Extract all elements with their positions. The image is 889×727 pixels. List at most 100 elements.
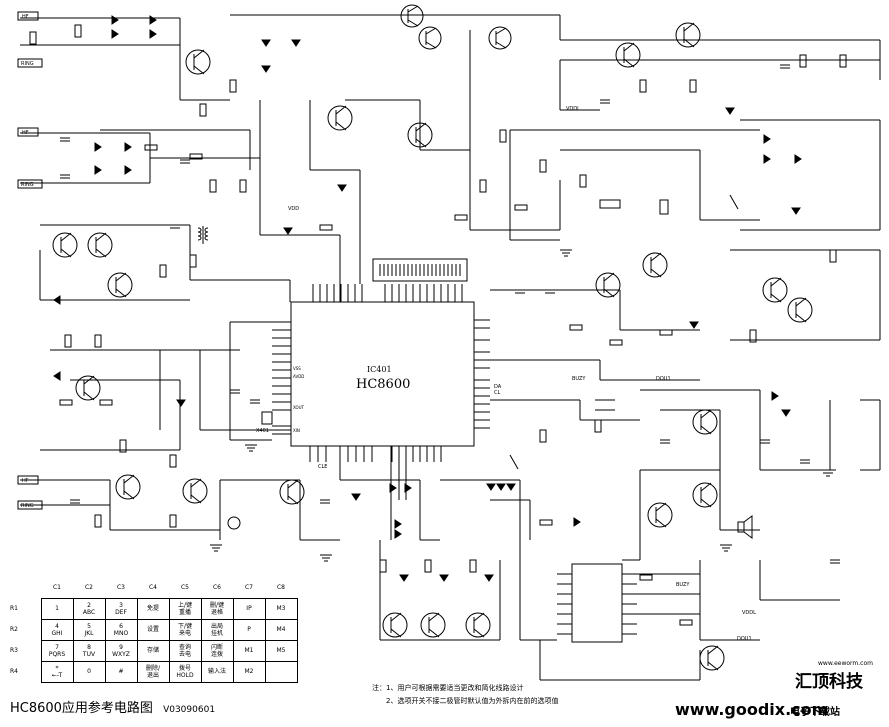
- caption-title: HC8600应用参考电路图: [10, 701, 153, 716]
- ic401-top-pins: [312, 284, 463, 302]
- keypad-corner: [10, 578, 41, 598]
- label-ring-1: RING: [21, 61, 34, 67]
- label-dou1: DOU1: [656, 376, 671, 382]
- keypad-cell: 删/键 退格: [200, 597, 234, 620]
- diagram-caption: HC8600应用参考电路图 V03090601: [10, 697, 215, 716]
- keypad-cell: M2: [232, 660, 266, 683]
- keypad-cell: 存储: [136, 639, 170, 662]
- keypad-cell: 设置: [136, 618, 170, 641]
- keypad-cell: 上/键 重播: [168, 597, 202, 620]
- label-vdd: VDD: [288, 206, 299, 212]
- keypad-cell: #: [104, 660, 138, 683]
- diodes: [53, 15, 802, 582]
- keypad-cell: 7 PQRS: [40, 639, 74, 662]
- label-hf-1: HF: [22, 14, 29, 20]
- label-cl: CL: [494, 390, 500, 396]
- label-ring-2: RING: [21, 182, 34, 188]
- notes: 注：1、用户可根据需要适当更改和简化线路设计 2、选项开关不接二极管时默认值为外…: [372, 682, 558, 708]
- ground-symbols: [210, 249, 836, 562]
- wiring: [20, 14, 881, 681]
- lcd-connector-pins: [379, 264, 461, 276]
- label-avdd: AVDD: [293, 374, 304, 379]
- speaker: [737, 515, 753, 539]
- keypad-cell: 查询 去电: [168, 639, 202, 662]
- keypad-cell: 删除/ 退出: [136, 660, 170, 683]
- keypad-col-header: C6: [212, 584, 221, 592]
- transformer: [197, 226, 209, 244]
- keypad-cell: M4: [264, 618, 298, 641]
- keypad-cell: 8 TUV: [72, 639, 106, 662]
- keypad-cell: 1: [40, 597, 74, 620]
- keypad-row-header: R4: [10, 668, 18, 675]
- label-buzy: BUZY: [572, 376, 586, 382]
- keypad-col-header: C2: [84, 584, 93, 592]
- passives: [29, 24, 847, 626]
- label-hf-2: HF: [22, 130, 29, 136]
- ic401-body: [290, 301, 475, 447]
- ic401-left-pins: [272, 321, 291, 435]
- keypad-cell: P: [232, 618, 266, 641]
- label-buzy-2: BUZY: [676, 582, 690, 588]
- buzzer: [227, 516, 241, 530]
- lcd-connector: [372, 258, 468, 282]
- keypad-cell: 0: [72, 660, 106, 683]
- ic-ref-label: IC401: [367, 365, 392, 374]
- keypad-col-header: C1: [52, 584, 61, 592]
- keypad-col-header: C3: [116, 584, 125, 592]
- ic401-bottom-pins: [309, 446, 442, 462]
- ic401-right-pins: [474, 319, 490, 429]
- keypad-cell: IP: [232, 597, 266, 620]
- label-vddl-r: VDDL: [742, 610, 756, 616]
- keypad-cell: * ←-T: [40, 660, 74, 683]
- keypad-cell: 6 MNO: [104, 618, 138, 641]
- watermark-brand: 汇顶科技: [795, 672, 863, 692]
- keypad-col-header: C4: [148, 584, 157, 592]
- label-ring-3: RING: [21, 503, 34, 509]
- switch-option: [509, 194, 739, 470]
- keypad-row-header: R3: [10, 647, 18, 654]
- cid-ic-pins: [557, 573, 637, 635]
- keypad-cell: 闪断 连拨: [200, 639, 234, 662]
- signal-labels: HF RING HF RING HF RING VDDL VDD CLE DA …: [17, 11, 756, 642]
- keypad-cell: 下/键 来电: [168, 618, 202, 641]
- keypad-row-header: R2: [10, 626, 18, 633]
- label-vss: VSS: [293, 366, 301, 371]
- keypad-col-header: C8: [276, 584, 285, 592]
- keypad-cell: M3: [264, 597, 298, 620]
- keypad-cell: 9 WXYZ: [104, 639, 138, 662]
- keypad-cell: 出局 挂机: [200, 618, 234, 641]
- keypad-col-header: C5: [180, 584, 189, 592]
- keypad-cell: M5: [264, 639, 298, 662]
- label-xin: XIN: [293, 428, 300, 433]
- capacitors: [60, 64, 840, 564]
- keypad-row-header: R1: [10, 605, 18, 612]
- keypad-cell: M1: [232, 639, 266, 662]
- keypad-cell: 4 GHI: [40, 618, 74, 641]
- keypad-cell: [264, 660, 298, 683]
- label-x401: X401: [256, 428, 269, 434]
- label-cle: CLE: [318, 464, 327, 470]
- note-line-2: 2、选项开关不接二极管时默认值为外拆内在前的选项值: [386, 697, 559, 705]
- watermark-website: www.goodix.com: [675, 700, 829, 719]
- keypad-cell: 3 DEF: [104, 597, 138, 620]
- note-line-1: 注：1、用户可根据需要适当更改和简化线路设计: [372, 684, 524, 692]
- keypad-cell: 5 JKL: [72, 618, 106, 641]
- keypad-col-header: C7: [244, 584, 253, 592]
- watermark-download: 电子下载站: [790, 707, 840, 718]
- label-hf-3: HF: [22, 478, 29, 484]
- transistors: [52, 4, 813, 671]
- keypad-cell: 免提: [136, 597, 170, 620]
- keypad-cell: 2 ABC: [72, 597, 106, 620]
- keypad-cell: 拨号 HOLD: [168, 660, 202, 683]
- label-vddl: VDDL: [566, 106, 580, 112]
- keypad-cell: 输入法: [200, 660, 234, 683]
- label-dou2: DOU1: [737, 636, 752, 642]
- watermark-eeworm: www.eeworm.com: [818, 660, 873, 667]
- label-da: DA: [494, 384, 502, 390]
